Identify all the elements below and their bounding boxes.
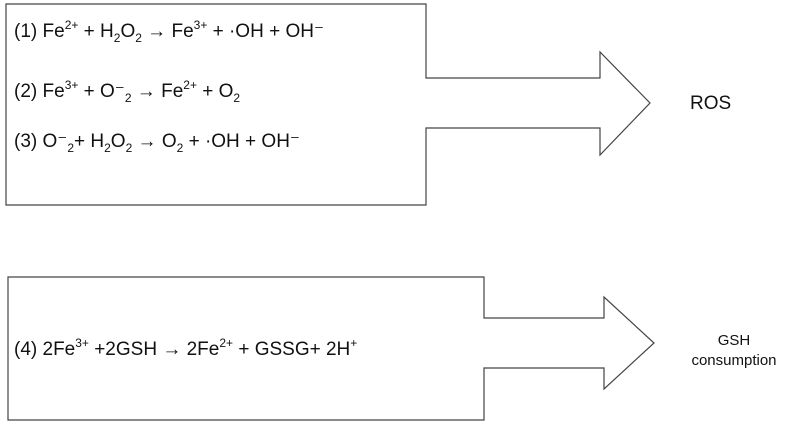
eq2-charge-fe3: 3+ bbox=[64, 78, 79, 92]
eq1-charge-fe2: 2+ bbox=[64, 18, 79, 32]
equation-2: (2) Fe3+ + O⁻2 → Fe2+ + O2 bbox=[14, 79, 240, 104]
eq2-lead: (2) Fe bbox=[14, 81, 65, 102]
eq4-text-gssg: + GSSG+ 2H bbox=[233, 339, 351, 360]
eq4-charge-fe2: 2+ bbox=[219, 336, 234, 350]
eq1-sub-o2: 2 bbox=[135, 31, 142, 45]
gsh-consumption-label: GSH consumption bbox=[676, 331, 792, 371]
eq3-text-o: O bbox=[110, 131, 126, 152]
fenton-reactions-box-arrow bbox=[5, 3, 651, 206]
eq1-charge-fe3: 3+ bbox=[193, 18, 208, 32]
eq1-sub-h2: 2 bbox=[113, 31, 121, 45]
eq2-text-o: + O bbox=[196, 81, 234, 102]
eq3-text-h: + H bbox=[74, 131, 105, 152]
eq2-text-arrow-fe: → Fe bbox=[131, 81, 184, 102]
gsh-label-line2: consumption bbox=[691, 352, 777, 369]
equation-1: (1) Fe2+ + H2O2 → Fe3+ + ·OH + OH⁻ bbox=[14, 19, 324, 44]
eq3-lead: (3) O⁻ bbox=[14, 131, 68, 152]
eq4-charge-h: + bbox=[350, 336, 358, 350]
eq3-text-arrow-o: → O bbox=[132, 131, 177, 152]
eq1-text-products: + ·OH + OH⁻ bbox=[207, 21, 324, 42]
eq3-sub-o2-product: 2 bbox=[176, 141, 184, 155]
eq2-charge-fe2: 2+ bbox=[183, 78, 197, 92]
eq4-charge-fe3: 3+ bbox=[75, 336, 89, 350]
eq3-sub-o2-radical: 2 bbox=[67, 141, 74, 155]
equation-4: (4) 2Fe3+ +2GSH → 2Fe2+ + GSSG+ 2H+ bbox=[14, 337, 357, 360]
eq1-lead: (1) Fe bbox=[14, 21, 65, 42]
eq3-sub-o2-peroxide: 2 bbox=[125, 141, 133, 155]
eq4-text-gsh-arrow: +2GSH → 2Fe bbox=[88, 339, 220, 360]
eq2-text-superoxide: + O⁻ bbox=[78, 81, 125, 102]
eq1-text-h: + H bbox=[78, 21, 114, 42]
eq2-sub-o2: 2 bbox=[233, 91, 241, 105]
eq1-text-arrow-fe: → Fe bbox=[141, 21, 194, 42]
eq1-text-o: O bbox=[120, 21, 136, 42]
gsh-label-line1: GSH bbox=[717, 332, 751, 349]
eq3-sub-h2: 2 bbox=[104, 141, 111, 155]
eq4-lead: (4) 2Fe bbox=[14, 339, 76, 360]
eq3-text-products: + ·OH + OH⁻ bbox=[183, 131, 300, 152]
gsh-reaction-box-arrow bbox=[7, 276, 655, 421]
equation-3: (3) O⁻2+ H2O2 → O2 + ·OH + OH⁻ bbox=[14, 131, 300, 154]
eq2-sub-o2-radical: 2 bbox=[124, 91, 132, 105]
ros-label: ROS bbox=[690, 93, 732, 114]
